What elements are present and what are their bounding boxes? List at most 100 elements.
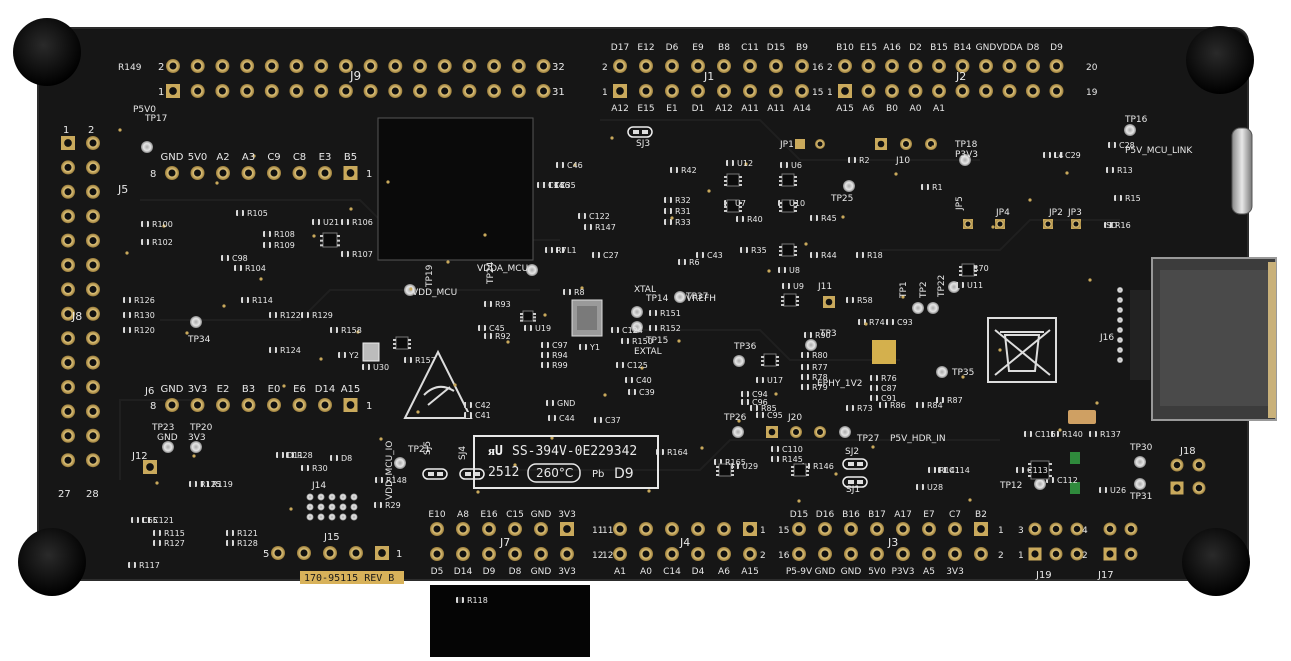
via xyxy=(804,242,808,246)
smd-component-body xyxy=(223,255,227,261)
j2-signal-label: B0 xyxy=(886,104,898,114)
via xyxy=(453,383,457,387)
smd-component-body xyxy=(623,338,627,344)
component-designator: R29 xyxy=(385,501,401,510)
j2-signal-label: A15 xyxy=(836,104,854,114)
smd-component-body xyxy=(658,449,662,455)
component-designator: R76 xyxy=(881,374,897,383)
test-point-tp25 xyxy=(843,180,855,192)
j19-pin-number: 2 xyxy=(1082,551,1088,561)
via xyxy=(797,499,801,503)
sd-pin-block xyxy=(1130,290,1150,380)
component-designator: C36 xyxy=(554,181,570,190)
ic-lead xyxy=(520,319,523,322)
smd-component-body xyxy=(1056,152,1060,158)
j9-pin xyxy=(215,59,230,73)
j5-pin-number: 8 xyxy=(150,169,156,180)
testpoint-label-tp17: TP17 xyxy=(144,114,167,124)
testpoint-label-xtal: XTAL xyxy=(634,285,656,295)
j4-pin xyxy=(691,522,705,536)
component-designator: R90 xyxy=(815,331,831,340)
component-designator: R87 xyxy=(947,396,963,405)
test-point-tp34 xyxy=(190,316,202,328)
component-designator: R94 xyxy=(552,351,568,360)
j9-pin-number: 2 xyxy=(158,62,164,73)
component-designator: R164 xyxy=(667,448,688,457)
ic-lead xyxy=(794,254,797,256)
j9-pin xyxy=(363,59,378,73)
smd-component-body xyxy=(543,362,547,368)
j16-pin xyxy=(1117,307,1123,313)
smd-component-body xyxy=(539,182,543,188)
smd-component-body xyxy=(651,325,655,331)
j9-pin xyxy=(363,84,378,98)
smd-component-body xyxy=(243,297,247,303)
smd-component-body xyxy=(376,502,380,508)
j1-pin-number: 2 xyxy=(602,63,608,73)
j1-pin xyxy=(665,84,679,98)
smd-component-body xyxy=(860,319,864,325)
j19-pin xyxy=(1070,522,1084,536)
solder-jumper-pad xyxy=(437,472,443,476)
via xyxy=(222,304,226,308)
component-designator: U11 xyxy=(967,281,983,290)
j5-pin xyxy=(190,166,205,180)
test-point-tp18 xyxy=(959,154,971,166)
ic-lead xyxy=(796,304,799,306)
testpoint-label-tp27: TP27 xyxy=(856,434,879,444)
testpoint-label-jp2: JP2 xyxy=(1048,208,1063,218)
j7-signal-label: D9 xyxy=(483,567,496,577)
j2-label: J2 xyxy=(955,70,966,83)
component-designator: C112 xyxy=(1057,476,1078,485)
j4-pin xyxy=(743,547,757,561)
smd-component-body xyxy=(547,247,551,253)
component-designator: R70 xyxy=(973,264,989,273)
smd-component-body xyxy=(738,216,742,222)
component-designator: R121 xyxy=(237,529,258,538)
j1-pin xyxy=(717,84,731,98)
ic-lead xyxy=(739,180,742,182)
ic-lead xyxy=(781,296,784,298)
j8-pin-number: 2 xyxy=(88,125,94,136)
j18-label: J18 xyxy=(1179,446,1196,457)
ic-lead xyxy=(393,339,396,341)
component-designator: R18 xyxy=(867,251,883,260)
via xyxy=(319,357,323,361)
j6-pin xyxy=(267,398,281,412)
j7-signal-label: 3V3 xyxy=(558,510,576,520)
testpoint-label-sj2: SJ2 xyxy=(845,447,859,457)
component-designator: C98 xyxy=(232,254,248,263)
component-designator: R141 xyxy=(939,466,960,475)
j8-pin xyxy=(61,355,75,370)
component-designator: R73 xyxy=(857,404,873,413)
j9-pin xyxy=(462,59,477,73)
component-designator: R140 xyxy=(1062,430,1083,439)
j8-pin xyxy=(86,306,100,321)
smd-component-body xyxy=(858,252,862,258)
component-designator: U7 xyxy=(735,199,746,208)
ic-lead xyxy=(974,274,977,276)
component-designator: R7 xyxy=(556,246,567,255)
solder-jumper-pad xyxy=(857,480,863,484)
ic-lead xyxy=(779,250,782,252)
test-point-tp27 xyxy=(839,426,851,438)
j9-pin xyxy=(314,59,329,73)
via xyxy=(1058,428,1062,432)
testpoint-label-jp1: JP1 xyxy=(779,140,794,150)
j1-signal-label: D17 xyxy=(611,43,629,53)
ic-lead xyxy=(959,274,962,276)
via xyxy=(968,498,972,502)
j9-pin xyxy=(536,59,551,73)
component-designator: U19 xyxy=(535,324,551,333)
smd-component-body xyxy=(812,252,816,258)
testpoint-label-gnd: GND xyxy=(157,433,178,443)
component-designator: R74 xyxy=(869,318,885,327)
smd-component-body xyxy=(651,310,655,316)
j9-pin xyxy=(169,87,177,95)
j8-pin xyxy=(86,428,100,443)
smd-component-body xyxy=(155,540,159,546)
via xyxy=(1088,278,1092,282)
ic-lead xyxy=(791,466,794,468)
j1-pin xyxy=(639,59,653,73)
component-designator: R151 xyxy=(660,309,681,318)
